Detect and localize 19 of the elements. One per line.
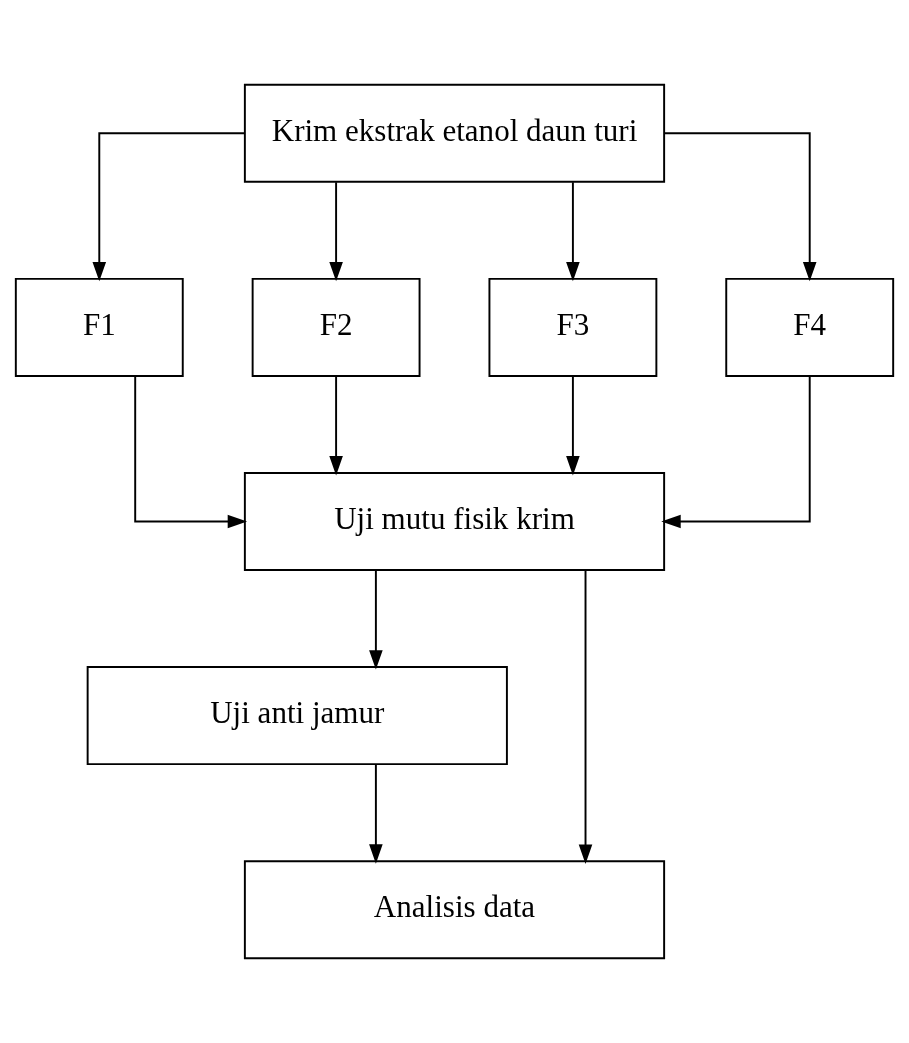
arrow [566,181,580,282]
node-box: Uji anti jamur [86,666,508,766]
arrow [92,132,246,282]
node-box: F3 [488,277,658,377]
arrow [566,375,580,476]
node-box: F1 [14,277,184,377]
node-box: Krim ekstrak etanol daun turi [243,83,666,183]
arrow [369,763,383,864]
node-box: Analisis data [243,860,666,960]
arrow [578,569,593,864]
arrow [369,569,383,670]
arrow [329,375,343,476]
node-box: F2 [251,277,421,377]
arrow [661,375,811,529]
arrow [134,375,248,529]
arrow [329,181,343,282]
node-box: F4 [725,277,895,377]
arrow [663,132,817,282]
node-box: Uji mutu fisik krim [243,472,666,571]
